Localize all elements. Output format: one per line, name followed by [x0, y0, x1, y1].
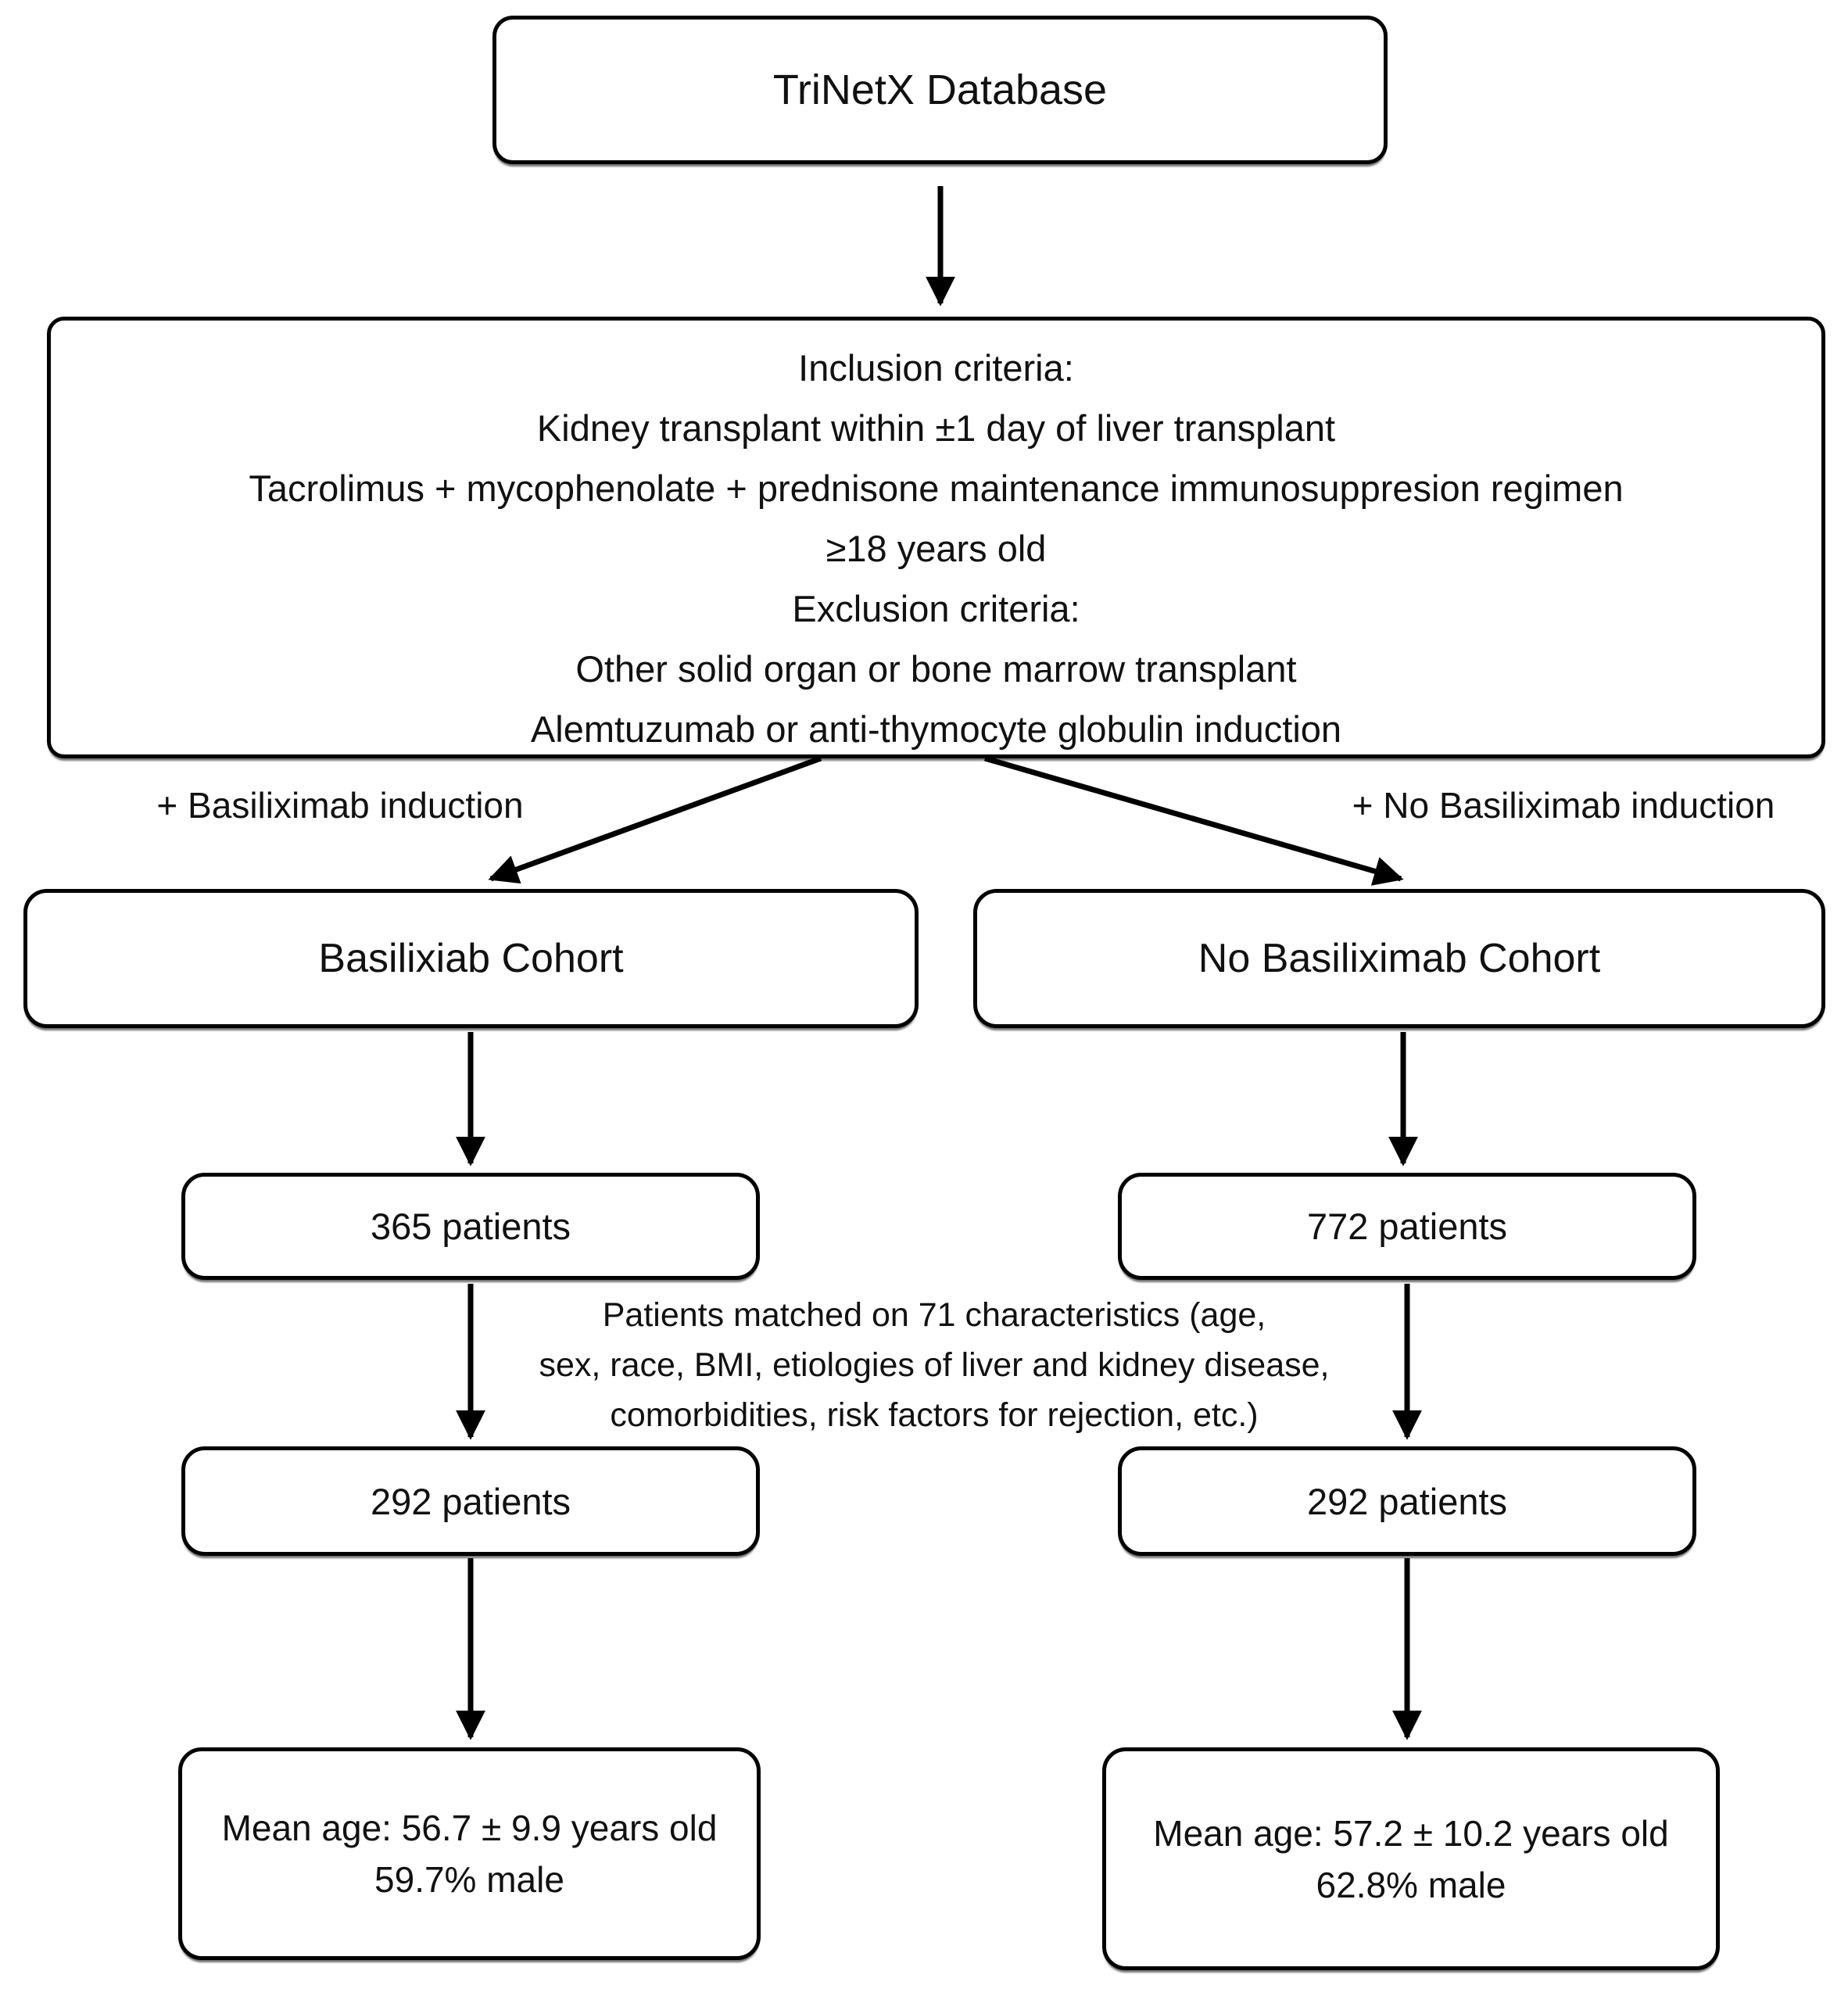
basiliximab-initial-count: 365 patients: [370, 1206, 571, 1247]
basiliximab-matched-count-box: 292 patients: [181, 1446, 760, 1556]
trinetx-database-label: TriNetX Database: [772, 66, 1108, 113]
criteria-line-other-transplant: Other solid organ or bone marrow transpl…: [575, 648, 1297, 690]
criteria-line-immunosuppression: Tacrolimus + mycophenolate + prednisone …: [249, 468, 1624, 509]
no-basiliximab-percent-male: 62.8% male: [1316, 1864, 1506, 1905]
no-basiliximab-cohort-label: No Basiliximab Cohort: [1198, 936, 1601, 981]
criteria-line-induction: Alemtuzumab or anti-thymocyte globulin i…: [530, 708, 1342, 750]
matching-note-line-3: comorbidities, risk factors for rejectio…: [610, 1396, 1259, 1434]
no-basiliximab-initial-count-box: 772 patients: [1118, 1173, 1696, 1280]
arrow-criteria-to-no-basiliximab-cohort: [984, 755, 1404, 886]
no-basiliximab-cohort-box: No Basiliximab Cohort: [973, 889, 1825, 1028]
basiliximab-cohort-label: Basilixiab Cohort: [318, 936, 624, 981]
trinetx-database-box: TriNetX Database: [492, 16, 1388, 164]
no-basiliximab-matched-count: 292 patients: [1306, 1480, 1508, 1522]
basiliximab-initial-count-box: 365 patients: [181, 1173, 760, 1280]
branch-label-basiliximab: + Basiliximab induction: [156, 785, 524, 826]
basiliximab-cohort-box: Basilixiab Cohort: [23, 889, 919, 1028]
no-basiliximab-demographics-box: Mean age: 57.2 ± 10.2 years old 62.8% ma…: [1102, 1747, 1720, 1970]
criteria-box: Inclusion criteria: Kidney transplant wi…: [47, 317, 1825, 758]
basiliximab-demographics-box: Mean age: 56.7 ± 9.9 years old 59.7% mal…: [178, 1747, 761, 1960]
matching-note-line-2: sex, race, BMI, etiologies of liver and …: [539, 1346, 1330, 1384]
no-basiliximab-matched-count-box: 292 patients: [1118, 1446, 1696, 1556]
criteria-line-exclusion-header: Exclusion criteria:: [792, 588, 1080, 629]
criteria-line-kidney-transplant: Kidney transplant within ±1 day of liver…: [536, 407, 1336, 449]
matching-note: Patients matched on 71 characteristics (…: [524, 1290, 1345, 1440]
basiliximab-matched-count: 292 patients: [370, 1480, 571, 1522]
no-basiliximab-initial-count: 772 patients: [1306, 1206, 1508, 1247]
branch-label-no-basiliximab: + No Basiliximab induction: [1352, 785, 1775, 826]
basiliximab-percent-male: 59.7% male: [374, 1859, 564, 1900]
arrow-criteria-to-basiliximab-cohort: [488, 755, 822, 884]
criteria-line-inclusion-header: Inclusion criteria:: [798, 347, 1074, 389]
no-basiliximab-mean-age: Mean age: 57.2 ± 10.2 years old: [1153, 1812, 1669, 1854]
basiliximab-mean-age: Mean age: 56.7 ± 9.9 years old: [221, 1808, 718, 1848]
matching-note-line-1: Patients matched on 71 characteristics (…: [602, 1296, 1266, 1334]
criteria-line-age: ≥18 years old: [826, 528, 1047, 569]
